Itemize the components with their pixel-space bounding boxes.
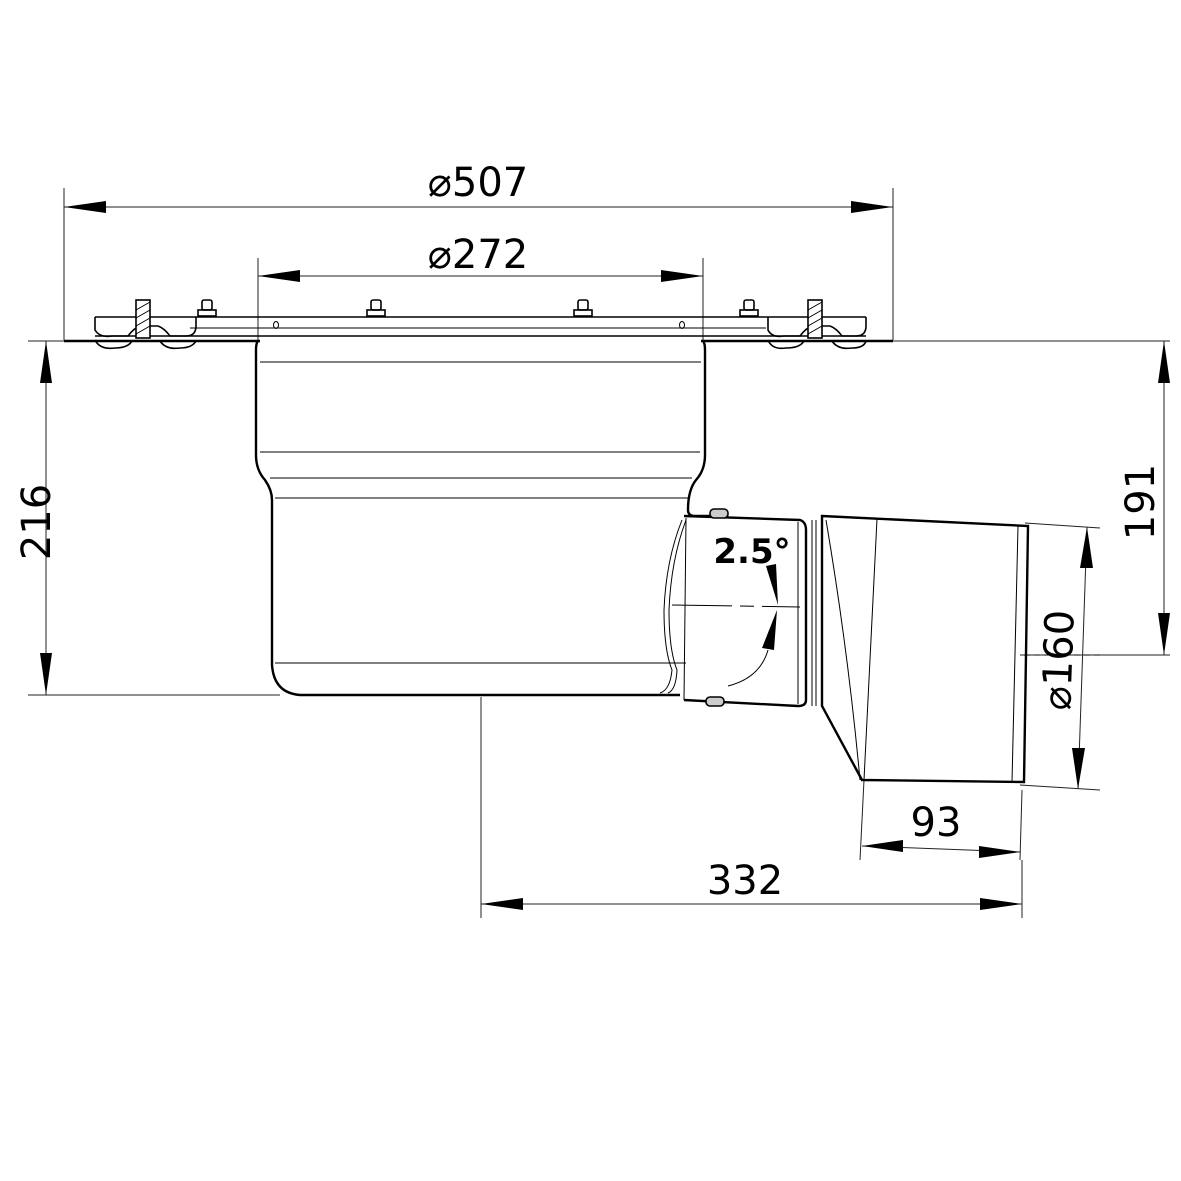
flange-diameter-label: ⌀507 [428,160,528,206]
outlet-reach-label: 332 [707,858,783,904]
dimension-outlet-diameter: ⌀160 [1019,522,1101,791]
dimension-outlet-reach: 332 [480,697,1023,918]
flange-plate [64,316,893,350]
dimension-body-diameter: ⌀272 [257,232,704,340]
clamp-bolt-left [135,299,151,339]
drain-body [254,340,720,697]
socket-length-label: 93 [911,800,962,846]
outlet-diameter-label: ⌀160 [1034,609,1083,711]
seal-ring-top [709,508,729,519]
clamp-bolt-right [807,299,823,339]
outlet-height-label: 191 [1118,464,1164,540]
flange-studs [197,299,759,329]
dimension-outlet-slope: 2.5° [713,532,791,687]
dimension-total-height: 216 [14,340,280,696]
dimension-flange-diameter: ⌀507 [63,160,894,340]
total-height-label: 216 [14,484,60,560]
dimension-outlet-socket-length: 93 [859,779,1023,861]
body-diameter-label: ⌀272 [428,232,528,278]
slope-angle-label: 2.5° [713,532,790,572]
seal-ring-bottom [705,696,725,707]
dimension-outlet-height: 191 [870,340,1170,656]
outlet-connector [671,508,1100,784]
